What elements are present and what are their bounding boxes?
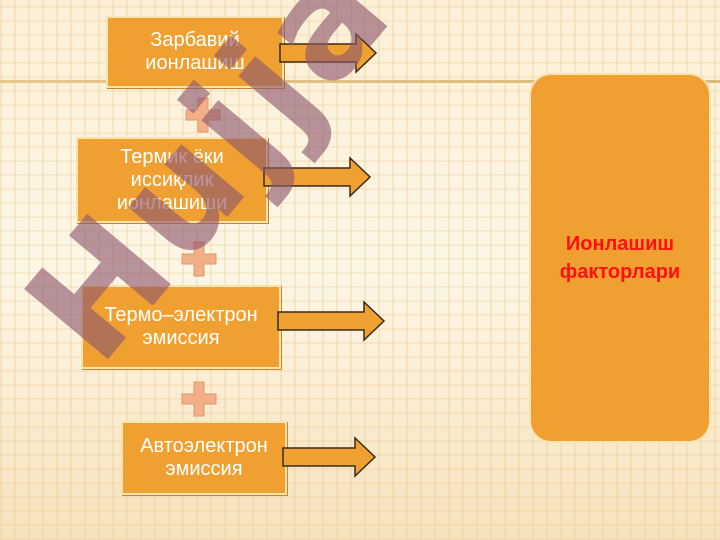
plus-icon	[181, 381, 217, 417]
arrow-right-icon	[279, 32, 378, 74]
header-rule	[0, 80, 720, 83]
factor-box-thermoelectron-emission: Термо–электрон эмиссия	[81, 285, 281, 369]
result-box-ionization-factors: Ионлашиш факторлари	[529, 73, 711, 443]
arrow-right-icon	[277, 300, 386, 342]
factor-box-impact-ionization: Зарбавий ионлашиш	[106, 16, 284, 88]
arrow-right-icon	[263, 156, 372, 198]
plus-icon	[185, 97, 221, 133]
arrow-right-icon	[282, 436, 377, 478]
factor-box-thermal-ionization: Термик ёки иссиқлик ионлашиши	[76, 137, 268, 223]
factor-box-autoelectron-emission: Автоэлектрон эмиссия	[121, 421, 287, 495]
plus-icon	[181, 241, 217, 277]
